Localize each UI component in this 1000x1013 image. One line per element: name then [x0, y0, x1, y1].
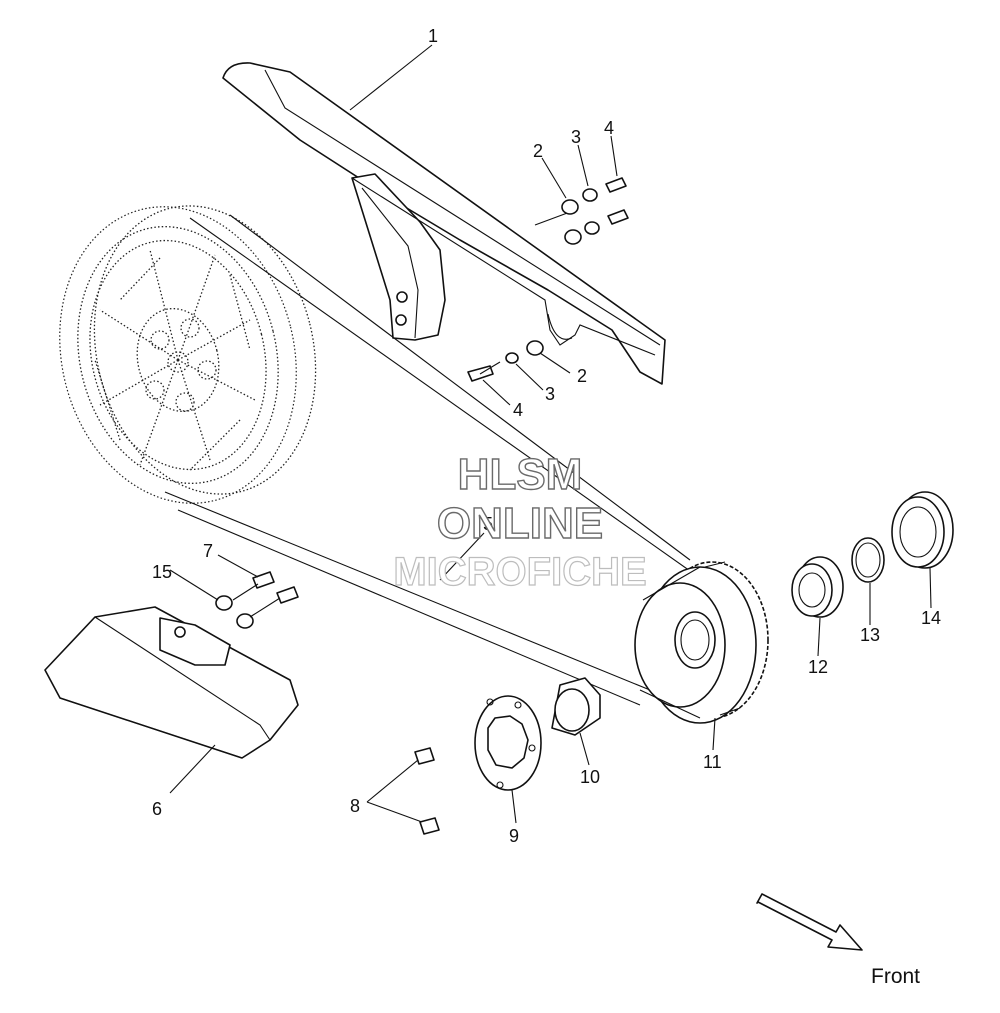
seal — [891, 491, 954, 569]
front-direction-arrow: Front — [756, 893, 920, 988]
callout-12: 12 — [808, 657, 828, 677]
callout-14: 14 — [921, 608, 941, 628]
callout-6: 6 — [152, 799, 162, 819]
leader-lines — [169, 44, 932, 824]
watermark: HLSM ONLINE MICROFICHE — [393, 449, 648, 594]
callout-8: 8 — [350, 796, 360, 816]
callout-2-lower: 2 — [577, 366, 587, 386]
callout-1: 1 — [428, 26, 438, 46]
callout-3-lower: 3 — [545, 384, 555, 404]
callout-5: 5 — [483, 514, 493, 534]
callout-3-upper: 3 — [571, 127, 581, 147]
callout-labels: 1 2 3 4 2 3 4 5 6 7 8 9 10 11 12 13 14 1… — [152, 26, 941, 846]
upper-belt-guard — [222, 62, 666, 385]
watermark-line-1: HLSM — [458, 450, 583, 499]
watermark-line-3: MICROFICHE — [393, 550, 646, 594]
callout-7: 7 — [203, 541, 213, 561]
callout-4-lower: 4 — [513, 400, 523, 420]
callout-13: 13 — [860, 625, 880, 645]
callout-2-upper: 2 — [533, 141, 543, 161]
rear-pulley — [59, 205, 317, 504]
sprocket-nut — [551, 677, 601, 736]
callout-11: 11 — [703, 752, 722, 772]
callout-15: 15 — [152, 562, 172, 582]
callout-10: 10 — [580, 767, 600, 787]
callout-4-upper: 4 — [604, 118, 614, 138]
lock-plate — [474, 695, 542, 791]
watermark-line-2: ONLINE — [437, 499, 603, 548]
drive-belt — [164, 214, 701, 706]
hardware — [215, 177, 629, 835]
bearing-race — [791, 556, 844, 618]
front-sprocket — [634, 561, 769, 724]
retaining-ring — [851, 537, 885, 583]
lower-belt-guard — [44, 606, 299, 759]
front-label: Front — [871, 965, 920, 988]
callout-9: 9 — [509, 826, 519, 846]
